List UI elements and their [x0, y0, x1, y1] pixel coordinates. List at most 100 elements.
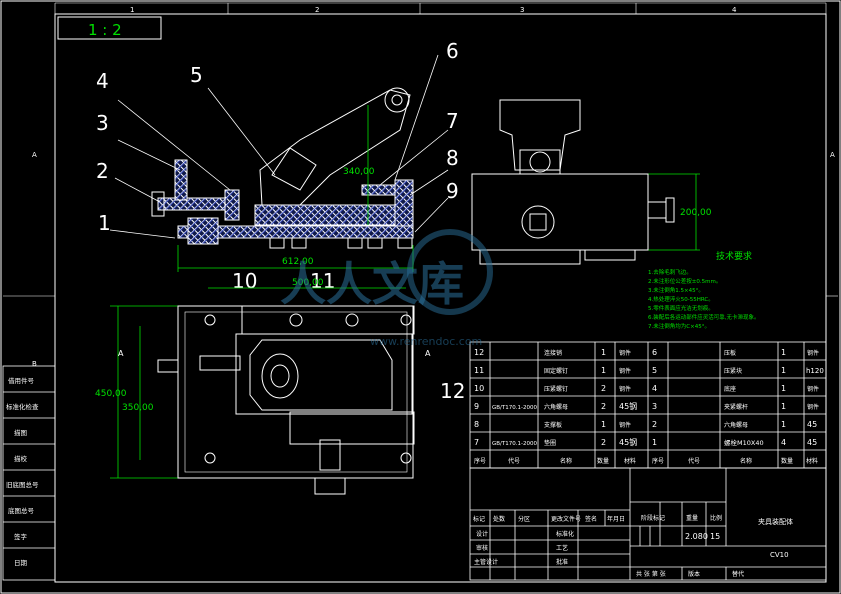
callout-1: 1: [98, 211, 111, 235]
ratio-value: 15: [710, 532, 720, 541]
dim-500: 500,00: [292, 278, 324, 288]
callout-8: 8: [446, 146, 459, 170]
bom-qty: 1: [601, 420, 606, 429]
bom-mat: 钢件: [619, 421, 631, 429]
bom-left: 12 连接销 1 钢件 11 固定螺钉 1 钢件 10 压紧螺钉 2 钢件 9 …: [474, 348, 637, 447]
svg-text:共 张 第 张: 共 张 第 张: [636, 570, 666, 578]
bom-no: 5: [652, 366, 657, 375]
side-view: [471, 99, 675, 265]
bom-no: 12: [474, 348, 484, 357]
bom-qty: 4: [781, 438, 786, 447]
bom-name: 螺栓M10X40: [724, 438, 764, 447]
svg-text:名称: 名称: [560, 457, 572, 465]
bom-qty: 1: [781, 348, 786, 357]
bom-no: 10: [474, 384, 484, 393]
bom-mat: 45: [807, 438, 817, 447]
tech-line: 7.未注倒角均为C×45°。: [648, 322, 710, 330]
bom-name: 压紧块: [724, 367, 742, 375]
zone-number: 4: [732, 6, 737, 14]
svg-text:批准: 批准: [556, 558, 568, 566]
svg-text:材料: 材料: [624, 457, 636, 465]
callout-11: 11: [310, 269, 335, 293]
callout-7: 7: [446, 109, 459, 133]
weight-value: 2.080: [685, 532, 708, 541]
bom-name: 压板: [724, 349, 736, 357]
svg-text:数量: 数量: [597, 457, 609, 465]
bom-mat: 钢件: [807, 403, 819, 411]
title-block-text: 标记 处数 分区 更改文件号 签名 年月日 设计 标准化 审核 工艺 主管设计 …: [473, 514, 793, 578]
dim-340: 340,00: [343, 167, 375, 177]
svg-text:重量: 重量: [686, 514, 698, 522]
bom-code: GB/T170.1-2000: [492, 441, 537, 447]
svg-text:审核: 审核: [476, 544, 488, 552]
bom-name: 底座: [724, 385, 736, 393]
bom-name: 固定螺钉: [544, 367, 568, 375]
bom-qty: 1: [781, 402, 786, 411]
title-block-grid: [469, 467, 827, 581]
left-panel-label: 描图: [14, 428, 27, 437]
bom-name: 六角螺母: [544, 403, 568, 411]
bom-code: GB/T170.1-2000: [492, 405, 537, 411]
bom-mat: 45钢: [619, 437, 637, 447]
left-panel-label: 签字: [14, 532, 28, 541]
svg-text:材料: 材料: [806, 457, 818, 465]
svg-text:比例: 比例: [710, 514, 722, 522]
section-mark: A: [118, 349, 124, 358]
svg-text:标记: 标记: [473, 515, 485, 523]
front-view: [151, 87, 414, 249]
bom-mat: 钢件: [807, 349, 819, 357]
left-panel-label: 日期: [14, 559, 28, 567]
zone-letter: A: [32, 151, 37, 159]
tech-line: 1.去除毛刺飞边。: [648, 268, 692, 276]
bom-header: 序号 代号 名称 数量 材料 序号 代号 名称 数量 材料: [474, 457, 818, 465]
svg-text:代号: 代号: [508, 457, 520, 465]
svg-text:标准化: 标准化: [556, 530, 574, 538]
bom-no: 8: [474, 420, 479, 429]
zone-number: 3: [520, 6, 524, 14]
bom-grid: [469, 341, 827, 469]
svg-text:工艺: 工艺: [556, 544, 568, 552]
part-name: 夹具装配体: [758, 517, 793, 526]
bom-mat: 45钢: [619, 401, 637, 411]
dim-200: 200,00: [680, 208, 712, 218]
bom-name: 夹紧螺杆: [724, 403, 748, 411]
bom-mat: 45: [807, 420, 817, 429]
callout-5: 5: [190, 63, 203, 87]
left-panel-label: 标准化检查: [6, 402, 39, 411]
leaders: [109, 54, 449, 239]
zone-number: 1: [130, 6, 134, 14]
tech-line: 3.未注倒角1.5×45°。: [648, 286, 704, 294]
bom-right: 6 压板 1 钢件 5 压紧块 1 h120 4 底座 1 钢件 3 夹紧螺杆 …: [652, 348, 824, 447]
tech-line: 5.零件表面应光洁无划痕。: [648, 304, 714, 312]
bom-qty: 1: [601, 366, 606, 375]
dim-lines: [110, 105, 700, 479]
left-panel-label: 借用件号: [8, 376, 35, 385]
bom-qty: 1: [781, 420, 786, 429]
left-panel-label: 底图总号: [8, 506, 35, 515]
svg-text:序号: 序号: [474, 457, 486, 465]
svg-text:数量: 数量: [781, 457, 793, 465]
svg-text:名称: 名称: [740, 457, 752, 465]
scale-box: [57, 16, 162, 40]
bom-mat: 钢件: [807, 385, 819, 393]
zone-letter: A: [830, 151, 835, 159]
bom-qty: 1: [601, 348, 606, 357]
top-view: [157, 305, 415, 495]
callout-4: 4: [96, 69, 109, 93]
scale-label: 1 : 2: [88, 21, 122, 39]
bom-no: 11: [474, 366, 484, 375]
callout-3: 3: [96, 111, 109, 135]
bom-no: 1: [652, 438, 657, 447]
left-panel-label: 旧底图总号: [6, 480, 39, 489]
bom-name: 压紧螺钉: [544, 385, 568, 393]
inner-frame: [54, 13, 827, 583]
watermark-brand: 人人文库: [280, 257, 464, 311]
svg-text:代号: 代号: [688, 457, 700, 465]
left-panel-label: 描校: [14, 454, 28, 463]
bom-qty: 2: [601, 438, 606, 447]
bom-no: 6: [652, 348, 657, 357]
callout-2: 2: [96, 159, 109, 183]
bom-mat: h120: [806, 367, 824, 375]
